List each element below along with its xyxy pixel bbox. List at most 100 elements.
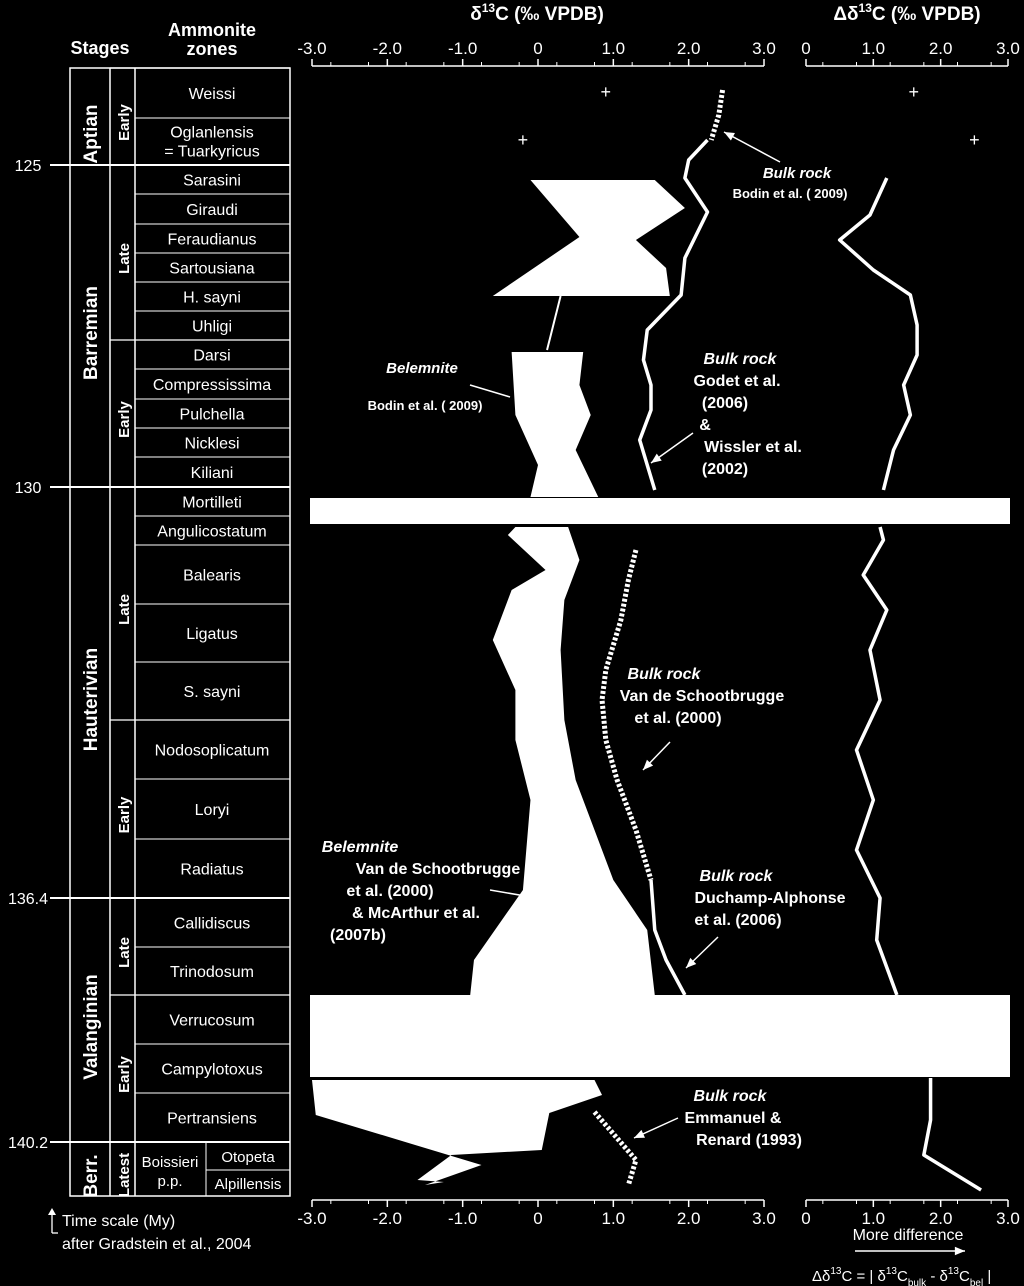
annotation-text: et al. (2006) (694, 912, 781, 929)
tick-label: -2.0 (373, 39, 402, 58)
tick-label: 3.0 (752, 39, 776, 58)
zone-label: Callidiscus (174, 916, 250, 933)
annotation-arrow (723, 131, 781, 163)
zone-label: Compressissima (153, 377, 271, 394)
series-line-3 (649, 879, 687, 996)
tick-label: 2.0 (677, 39, 701, 58)
annotation-text: & (699, 417, 711, 434)
tick-label: -1.0 (448, 39, 477, 58)
zone-label: Uhligi (192, 319, 232, 336)
zone-label: Otopeta (221, 1149, 275, 1166)
tick-label: -3.0 (297, 39, 326, 58)
single-point-marker: + (969, 130, 980, 150)
zone-label: Sartousiana (169, 261, 254, 278)
zone-label: Weissi (189, 86, 236, 103)
substage-label: Early (116, 400, 133, 437)
zone-label: S. sayni (184, 684, 241, 701)
more-difference-arrow-head (954, 1246, 965, 1256)
annotation-arrow-head (643, 759, 654, 770)
annotation-text: & McArthur et al. (352, 905, 480, 922)
zones-header-line1: Ammonite (168, 20, 256, 40)
zone-label: Giraudi (186, 202, 238, 219)
tick-label: 1.0 (602, 39, 626, 58)
annotation-text: Bulk rock (763, 165, 832, 182)
series-line-4 (592, 1110, 639, 1186)
time-label: 140.2 (8, 1135, 48, 1152)
single-point-marker: + (601, 82, 612, 102)
annotation-text: Bodin et al. ( 2009) (733, 186, 848, 201)
zone-label: Loryi (195, 802, 230, 819)
tick-label: 2.0 (677, 1209, 701, 1228)
zone-label: Darsi (193, 348, 230, 365)
annotation-text: Emmanuel & (685, 1110, 782, 1127)
stages-header: Stages (70, 38, 129, 58)
annotation-text: Belemnite (386, 360, 458, 377)
annotation-text: Bulk rock (704, 351, 778, 368)
stage-label: Barremian (81, 286, 102, 380)
series-line-5 (837, 177, 919, 491)
zone-label: Angulicostatum (157, 524, 266, 541)
footer-note: after Gradstein et al., 2004 (62, 1236, 252, 1253)
zone-label: Sarasini (183, 173, 241, 190)
zone-label: H. sayni (183, 290, 241, 307)
time-label: 125 (15, 158, 42, 175)
stratigraphic-column: AptianBarremianHauterivianValanginianBer… (8, 67, 291, 1198)
single-point-marker: + (518, 130, 529, 150)
belemnite-envelope (312, 1080, 603, 1185)
annotation-text: (2007b) (330, 927, 386, 944)
series-line-6 (854, 526, 899, 996)
zone-label: Kiliani (191, 465, 234, 482)
zone-label: Radiatus (180, 862, 243, 879)
tick-label: 1.0 (862, 1209, 886, 1228)
single-point-marker: + (908, 82, 919, 102)
annotation-arrow-head (634, 1129, 645, 1138)
zone-label: Nodosoplicatum (155, 743, 270, 760)
substage-label: Latest (116, 1153, 133, 1197)
substage-label: Late (116, 243, 133, 274)
substage-label: Early (116, 796, 133, 833)
zone-label: Boissieri (142, 1154, 199, 1171)
zone-label: Mortilleti (182, 495, 242, 512)
annotation-text: Bulk rock (694, 1088, 768, 1105)
time-label: 136.4 (8, 891, 48, 908)
data-gap-band (310, 498, 1010, 524)
tick-label: -3.0 (297, 1209, 326, 1228)
substage-label: Early (116, 1055, 133, 1092)
data-gap-band (310, 995, 1010, 1077)
zone-label: Alpillensis (215, 1176, 282, 1193)
zones-header-line2: zones (186, 39, 237, 59)
annotation-text: Belemnite (322, 839, 399, 856)
series-line-2 (599, 549, 654, 881)
stage-label: Hauterivian (81, 648, 102, 751)
tick-label: 1.0 (602, 1209, 626, 1228)
belemnite-envelope (511, 352, 599, 497)
annotation-text: Renard (1993) (696, 1132, 802, 1149)
annotation-text: (2006) (702, 395, 748, 412)
series-line-0 (708, 89, 726, 141)
zone-label: = Tuarkyricus (164, 144, 260, 161)
tick-label: 0 (801, 1209, 810, 1228)
delta-formula: Δδ13C = | δ13Cbulk - δ13Cbel | (812, 1266, 991, 1286)
zone-label: Oglanlensis (170, 125, 254, 142)
tick-label: -1.0 (448, 1209, 477, 1228)
annotation-text: Bodin et al. ( 2009) (368, 398, 483, 413)
annotation-text: Van de Schootbrugge (356, 861, 521, 878)
time-label: 130 (15, 480, 42, 497)
substage-label: Late (116, 937, 133, 968)
stage-label: Aptian (81, 104, 102, 163)
tick-label: 2.0 (929, 39, 953, 58)
zone-label: Verrucosum (169, 1013, 254, 1030)
panel-1-title: δ13C (‰ VPDB) (470, 1, 604, 25)
zone-label: Pulchella (180, 407, 245, 424)
substage-label: Early (116, 103, 133, 140)
annotation-text: Godet et al. (693, 373, 780, 390)
panel-2-title: Δδ13C (‰ VPDB) (833, 1, 980, 25)
footer-note: Time scale (My) (62, 1213, 175, 1230)
annotation-text: et al. (2000) (346, 883, 433, 900)
belemnite-link (546, 295, 562, 351)
more-difference-label: More difference (853, 1227, 964, 1244)
zone-label: Feraudianus (168, 232, 257, 249)
